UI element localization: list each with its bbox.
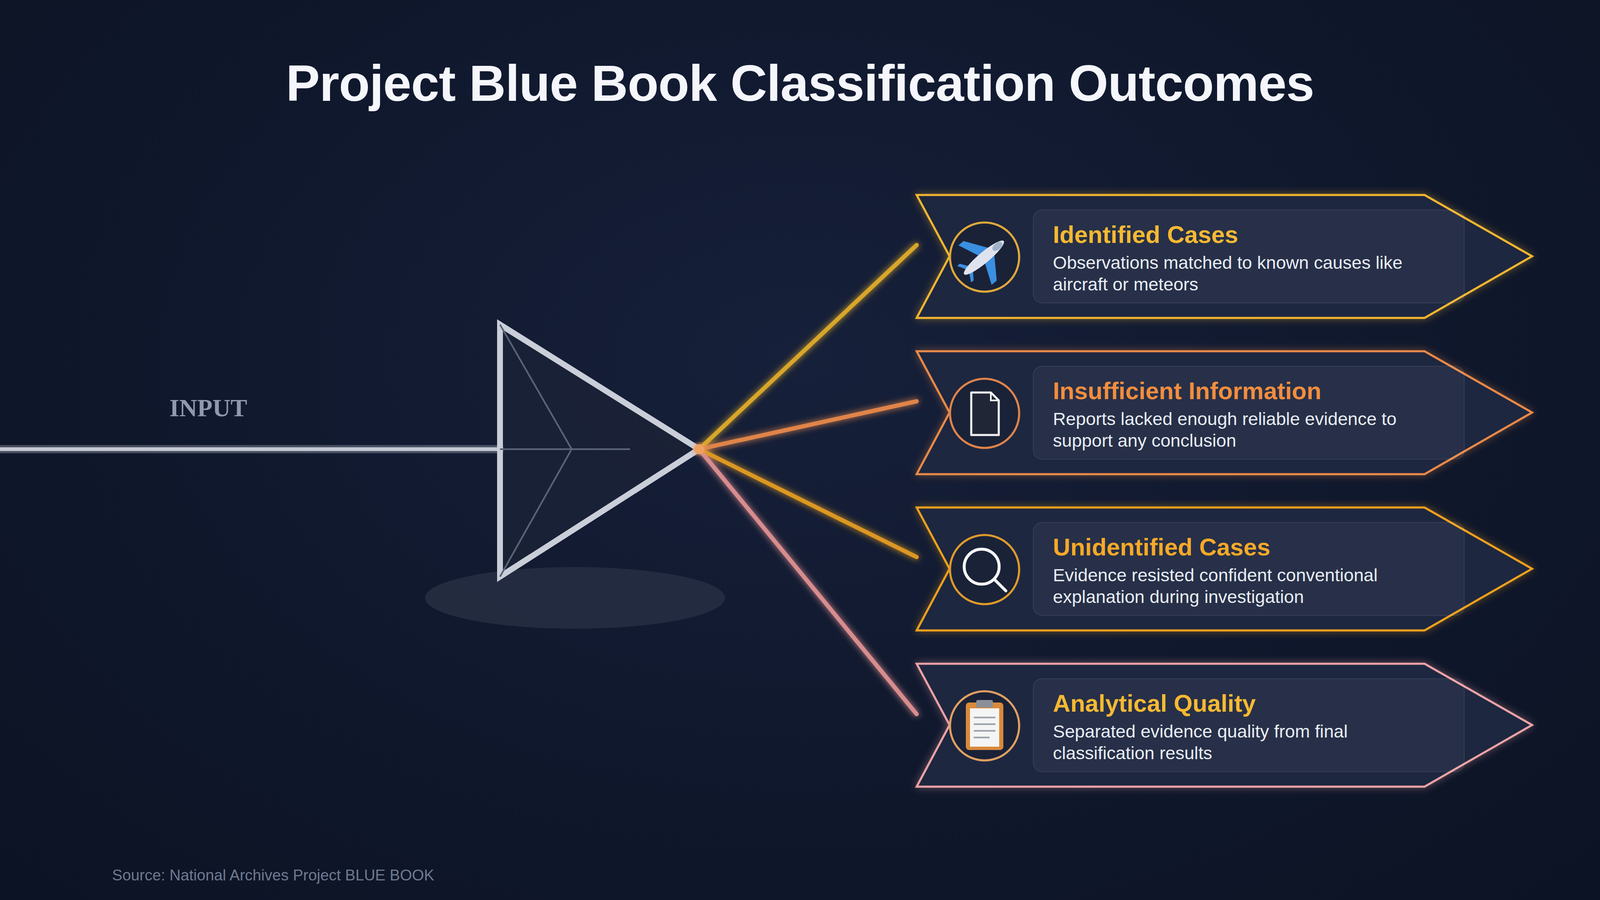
prism-facet (500, 448, 630, 450)
clipboard-icon (950, 691, 1020, 761)
text-panel: Identified CasesObservations matched to … (1032, 209, 1465, 304)
airplane-icon (947, 221, 1021, 295)
dispersion-point (694, 444, 705, 455)
outcome-chevron: Unidentified CasesEvidence resisted conf… (915, 506, 1534, 632)
outcome-heading: Unidentified Cases (1052, 533, 1448, 561)
outcome-chevron: Analytical QualitySeparated evidence qua… (915, 662, 1534, 788)
prism-facet (500, 324, 572, 577)
prism-triangle (500, 324, 700, 577)
outcome-description: Observations matched to known causes lik… (1052, 251, 1448, 296)
outcome-chevron: Identified CasesObservations matched to … (915, 193, 1534, 320)
prism-shadow (425, 567, 725, 629)
text-panel: Insufficient InformationReports lacked e… (1032, 365, 1465, 460)
light-ray (699, 449, 917, 558)
document-icon (950, 378, 1020, 448)
outcome-description: Separated evidence quality from final cl… (1052, 720, 1448, 765)
light-ray (699, 449, 917, 715)
input-beam (0, 447, 505, 452)
light-ray (699, 401, 917, 450)
beam-label: INPUT (158, 393, 259, 423)
text-panel: Unidentified CasesEvidence resisted conf… (1032, 522, 1465, 616)
outcome-heading: Insufficient Information (1052, 377, 1448, 405)
input-beam-glow (0, 445, 505, 454)
outcome-description: Evidence resisted confident conventional… (1052, 564, 1448, 608)
outcome-description: Reports lacked enough reliable evidence … (1052, 407, 1448, 452)
magnifier-icon (950, 535, 1020, 605)
outcome-heading: Identified Cases (1052, 221, 1448, 249)
source-caption: Source: National Archives Project BLUE B… (112, 866, 435, 885)
outcome-chevron: Insufficient InformationReports lacked e… (915, 350, 1534, 476)
light-ray (699, 245, 917, 450)
outcome-heading: Analytical Quality (1052, 690, 1448, 718)
text-panel: Analytical QualitySeparated evidence qua… (1032, 678, 1465, 773)
title: Project Blue Book Classification Outcome… (0, 54, 1600, 113)
